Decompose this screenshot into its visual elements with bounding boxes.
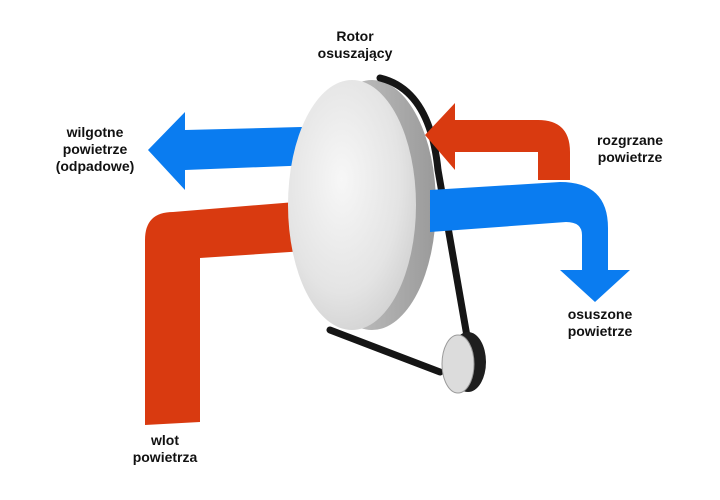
label-heated-air: rozgrzane powietrze	[596, 132, 664, 165]
heated-air-arrow	[425, 103, 570, 180]
wet-air-arrow	[148, 112, 340, 190]
label-wet-air: wilgotne powietrze (odpadowe)	[55, 124, 135, 174]
label-dried-air: osuszone powietrze	[567, 306, 633, 339]
rotor-face	[288, 80, 416, 330]
label-air-inlet: wlot powietrza	[132, 432, 198, 465]
label-rotor: Rotor osuszający	[317, 28, 393, 61]
drive-belt	[376, 74, 472, 346]
pulley-face	[441, 334, 475, 394]
drive-belt-lower	[326, 326, 444, 376]
dried-air-arrow	[430, 182, 630, 302]
